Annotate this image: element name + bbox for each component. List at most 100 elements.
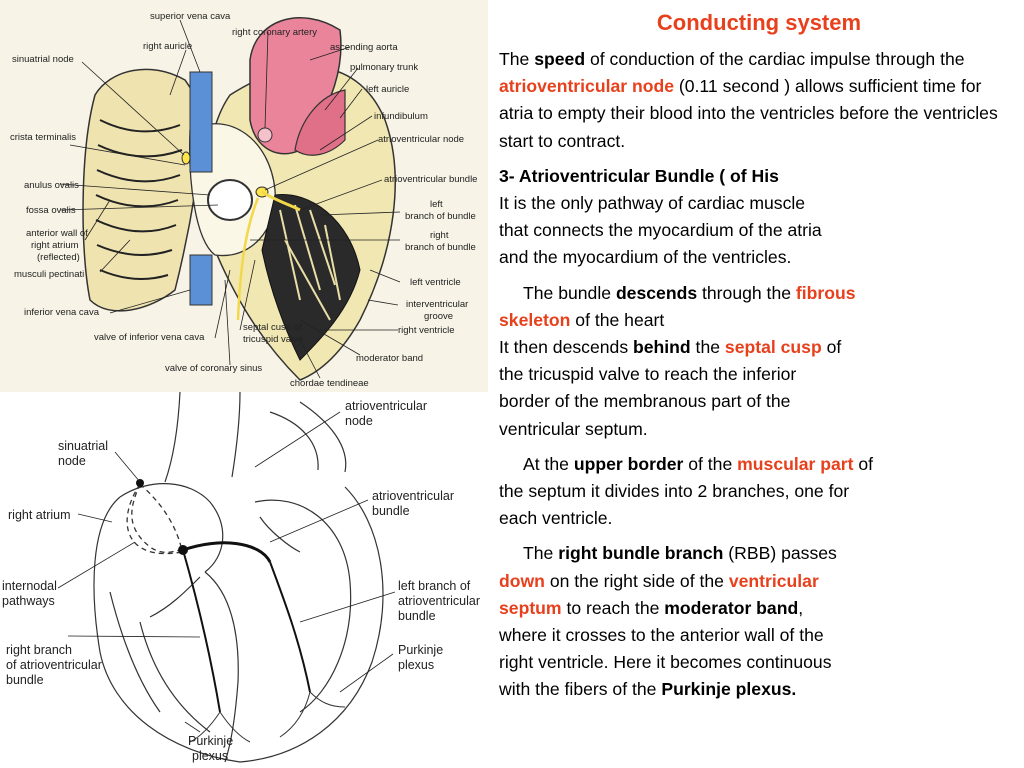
- label-av-bundle-2: bundle: [372, 504, 410, 518]
- p1-text-d: (0.11 second ) allows sufficient time fo…: [499, 76, 998, 151]
- p3-text-j: ventricular septum.: [499, 418, 648, 439]
- label-chordae-tendineae: chordae tendineae: [290, 378, 369, 389]
- label-right-branch-1: right branch: [6, 643, 72, 657]
- p3-text-e: It then descends: [499, 337, 633, 358]
- musculi-pectinati-lines: [95, 119, 183, 280]
- label-left-ventricle: left ventricle: [410, 277, 461, 288]
- label-right-auricle: right auricle: [143, 41, 192, 52]
- label-purkinje-right-2: plexus: [398, 658, 434, 672]
- p5-text-d: on the right side of the: [544, 570, 729, 591]
- label-right-atrium: right atrium: [8, 508, 71, 522]
- p5-bold-moderator-band: moderator band: [664, 597, 799, 618]
- label-purkinje-bottom-1: Purkinje: [188, 734, 233, 748]
- p5-text-a: The: [523, 543, 559, 564]
- p3-bold-descends: descends: [615, 282, 698, 303]
- label-purkinje-bottom-2: plexus: [192, 749, 228, 763]
- p4-text-e: the septum it divides into 2 branches, o…: [499, 481, 850, 502]
- p5-text-h: right ventricle. Here it becomes continu…: [499, 652, 832, 673]
- paragraph-right-bundle: The right bundle branch (RBB) passes dow…: [499, 540, 1019, 703]
- p4-text-f: each ventricle.: [499, 508, 613, 529]
- label-av-bundle-1: atrioventricular: [372, 489, 454, 503]
- label-internodal-2: pathways: [2, 594, 55, 608]
- p2-heading: 3- Atrioventricular Bundle ( of His: [499, 165, 779, 186]
- label-valve-inferior-vena-cava: valve of inferior vena cava: [94, 332, 205, 343]
- label-interventricular-2: groove: [424, 311, 453, 322]
- label-right-branch-2: of atrioventricular: [6, 658, 102, 672]
- p5-text-i: with the fibers of the: [499, 679, 662, 700]
- p2-line2: that connects the myocardium of the atri…: [499, 220, 822, 241]
- paragraph-descends: The bundle descends through the fibrous …: [499, 280, 1019, 443]
- p3-text-a: The bundle: [523, 282, 616, 303]
- label-sinuatrial-1: sinuatrial: [58, 439, 108, 453]
- left-branch-line: [269, 561, 311, 693]
- internodal-pathways: [126, 483, 183, 555]
- label-right-branch-1: right: [430, 230, 449, 241]
- p4-red-muscular-part: muscular part: [737, 453, 854, 474]
- label-pulmonary-trunk: pulmonary trunk: [350, 62, 418, 73]
- p3-red-fibrous: fibrous: [795, 282, 856, 303]
- label-musculi-pectinati: musculi pectinati: [14, 269, 84, 280]
- label-crista-terminalis: crista terminalis: [10, 132, 76, 143]
- leader-lines-bottom: [57, 411, 396, 733]
- heart-dissection-figure: superior vena cava right coronary artery…: [0, 0, 488, 392]
- p3-text-g: of: [821, 337, 842, 358]
- av-bundle-path: [261, 190, 301, 212]
- p5-red-septum: septum: [499, 597, 562, 618]
- fossa-ovalis: [207, 179, 253, 221]
- p3-text-c: through the: [697, 282, 796, 303]
- label-anulus-ovalis: anulus ovalis: [24, 180, 79, 191]
- right-branch-line: [182, 549, 221, 713]
- paragraph-speed: The speed of conduction of the cardiac i…: [499, 46, 1019, 155]
- inferior-vena-cava: [189, 254, 213, 306]
- p2-line3: and the myocardium of the ventricles.: [499, 247, 792, 268]
- label-av-node-2: node: [345, 414, 373, 428]
- p1-red-av-node: atrioventricular node: [499, 76, 675, 97]
- p5-text-c: (RBB) passes: [723, 543, 837, 564]
- p1-text-a: The: [499, 49, 535, 69]
- p5-text-f: ,: [798, 597, 804, 618]
- p4-text-d: of: [853, 453, 874, 474]
- p4-bold-upper-border: upper border: [573, 453, 684, 474]
- text-column: Conducting system The speed of conductio…: [499, 8, 1019, 704]
- coronary-artery-ostium: [257, 127, 273, 143]
- heart-dissection-drawing: superior vena cava right coronary artery…: [10, 11, 477, 389]
- p5-bold-purkinje: Purkinje plexus.: [661, 679, 797, 700]
- p5-text-e: to reach the: [561, 597, 665, 618]
- label-right-branch-2: branch of bundle: [405, 242, 476, 253]
- chordae-lines: [279, 204, 341, 321]
- label-interventricular-1: interventricular: [406, 299, 468, 310]
- label-right-ventricle: right ventricle: [398, 325, 455, 336]
- label-superior-vena-cava: superior vena cava: [150, 11, 231, 22]
- heart-outline: [93, 392, 384, 763]
- label-sinuatrial-node: sinuatrial node: [12, 54, 74, 65]
- label-left-branch-1: left: [430, 199, 443, 210]
- label-valve-coronary-sinus: valve of coronary sinus: [165, 363, 262, 374]
- label-left-branch-3: bundle: [398, 609, 436, 623]
- label-left-branch-2: branch of bundle: [405, 211, 476, 222]
- p3-text-d: of the heart: [570, 309, 665, 330]
- conduction-diagram-figure: atrioventricular node sinuatrial node at…: [0, 392, 488, 768]
- paragraph-upper-border: At the upper border of the muscular part…: [499, 451, 1019, 533]
- p3-text-f: the: [690, 337, 725, 358]
- p3-text-i: border of the membranous part of the: [499, 391, 791, 412]
- page-title: Conducting system: [656, 10, 862, 35]
- p5-text-g: where it crosses to the anterior wall of…: [499, 625, 824, 646]
- label-ascending-aorta: ascending aorta: [330, 42, 398, 53]
- purkinje-fibers: [189, 691, 346, 743]
- p3-bold-behind: behind: [633, 337, 691, 358]
- p4-text-c: of the: [683, 453, 738, 474]
- leader-lines: [59, 19, 401, 379]
- p1-bold-speed: speed: [534, 49, 586, 69]
- conduction-line-drawing: atrioventricular node sinuatrial node at…: [2, 392, 480, 763]
- label-atrioventricular-node: atrioventricular node: [378, 134, 464, 145]
- label-anterior-wall-3: (reflected): [37, 252, 80, 263]
- p2-line1: It is the only pathway of cardiac muscle: [499, 193, 806, 214]
- label-internodal-1: internodal: [2, 579, 57, 593]
- label-av-node-1: atrioventricular: [345, 399, 427, 413]
- av-bundle-line: [182, 541, 272, 563]
- p4-text-a: At the: [523, 453, 574, 474]
- label-left-branch-1: left branch of: [398, 579, 471, 593]
- label-atrioventricular-bundle: atrioventricular bundle: [384, 174, 477, 185]
- p1-text-c: of conduction of the cardiac impulse thr…: [585, 49, 965, 69]
- label-sinuatrial-2: node: [58, 454, 86, 468]
